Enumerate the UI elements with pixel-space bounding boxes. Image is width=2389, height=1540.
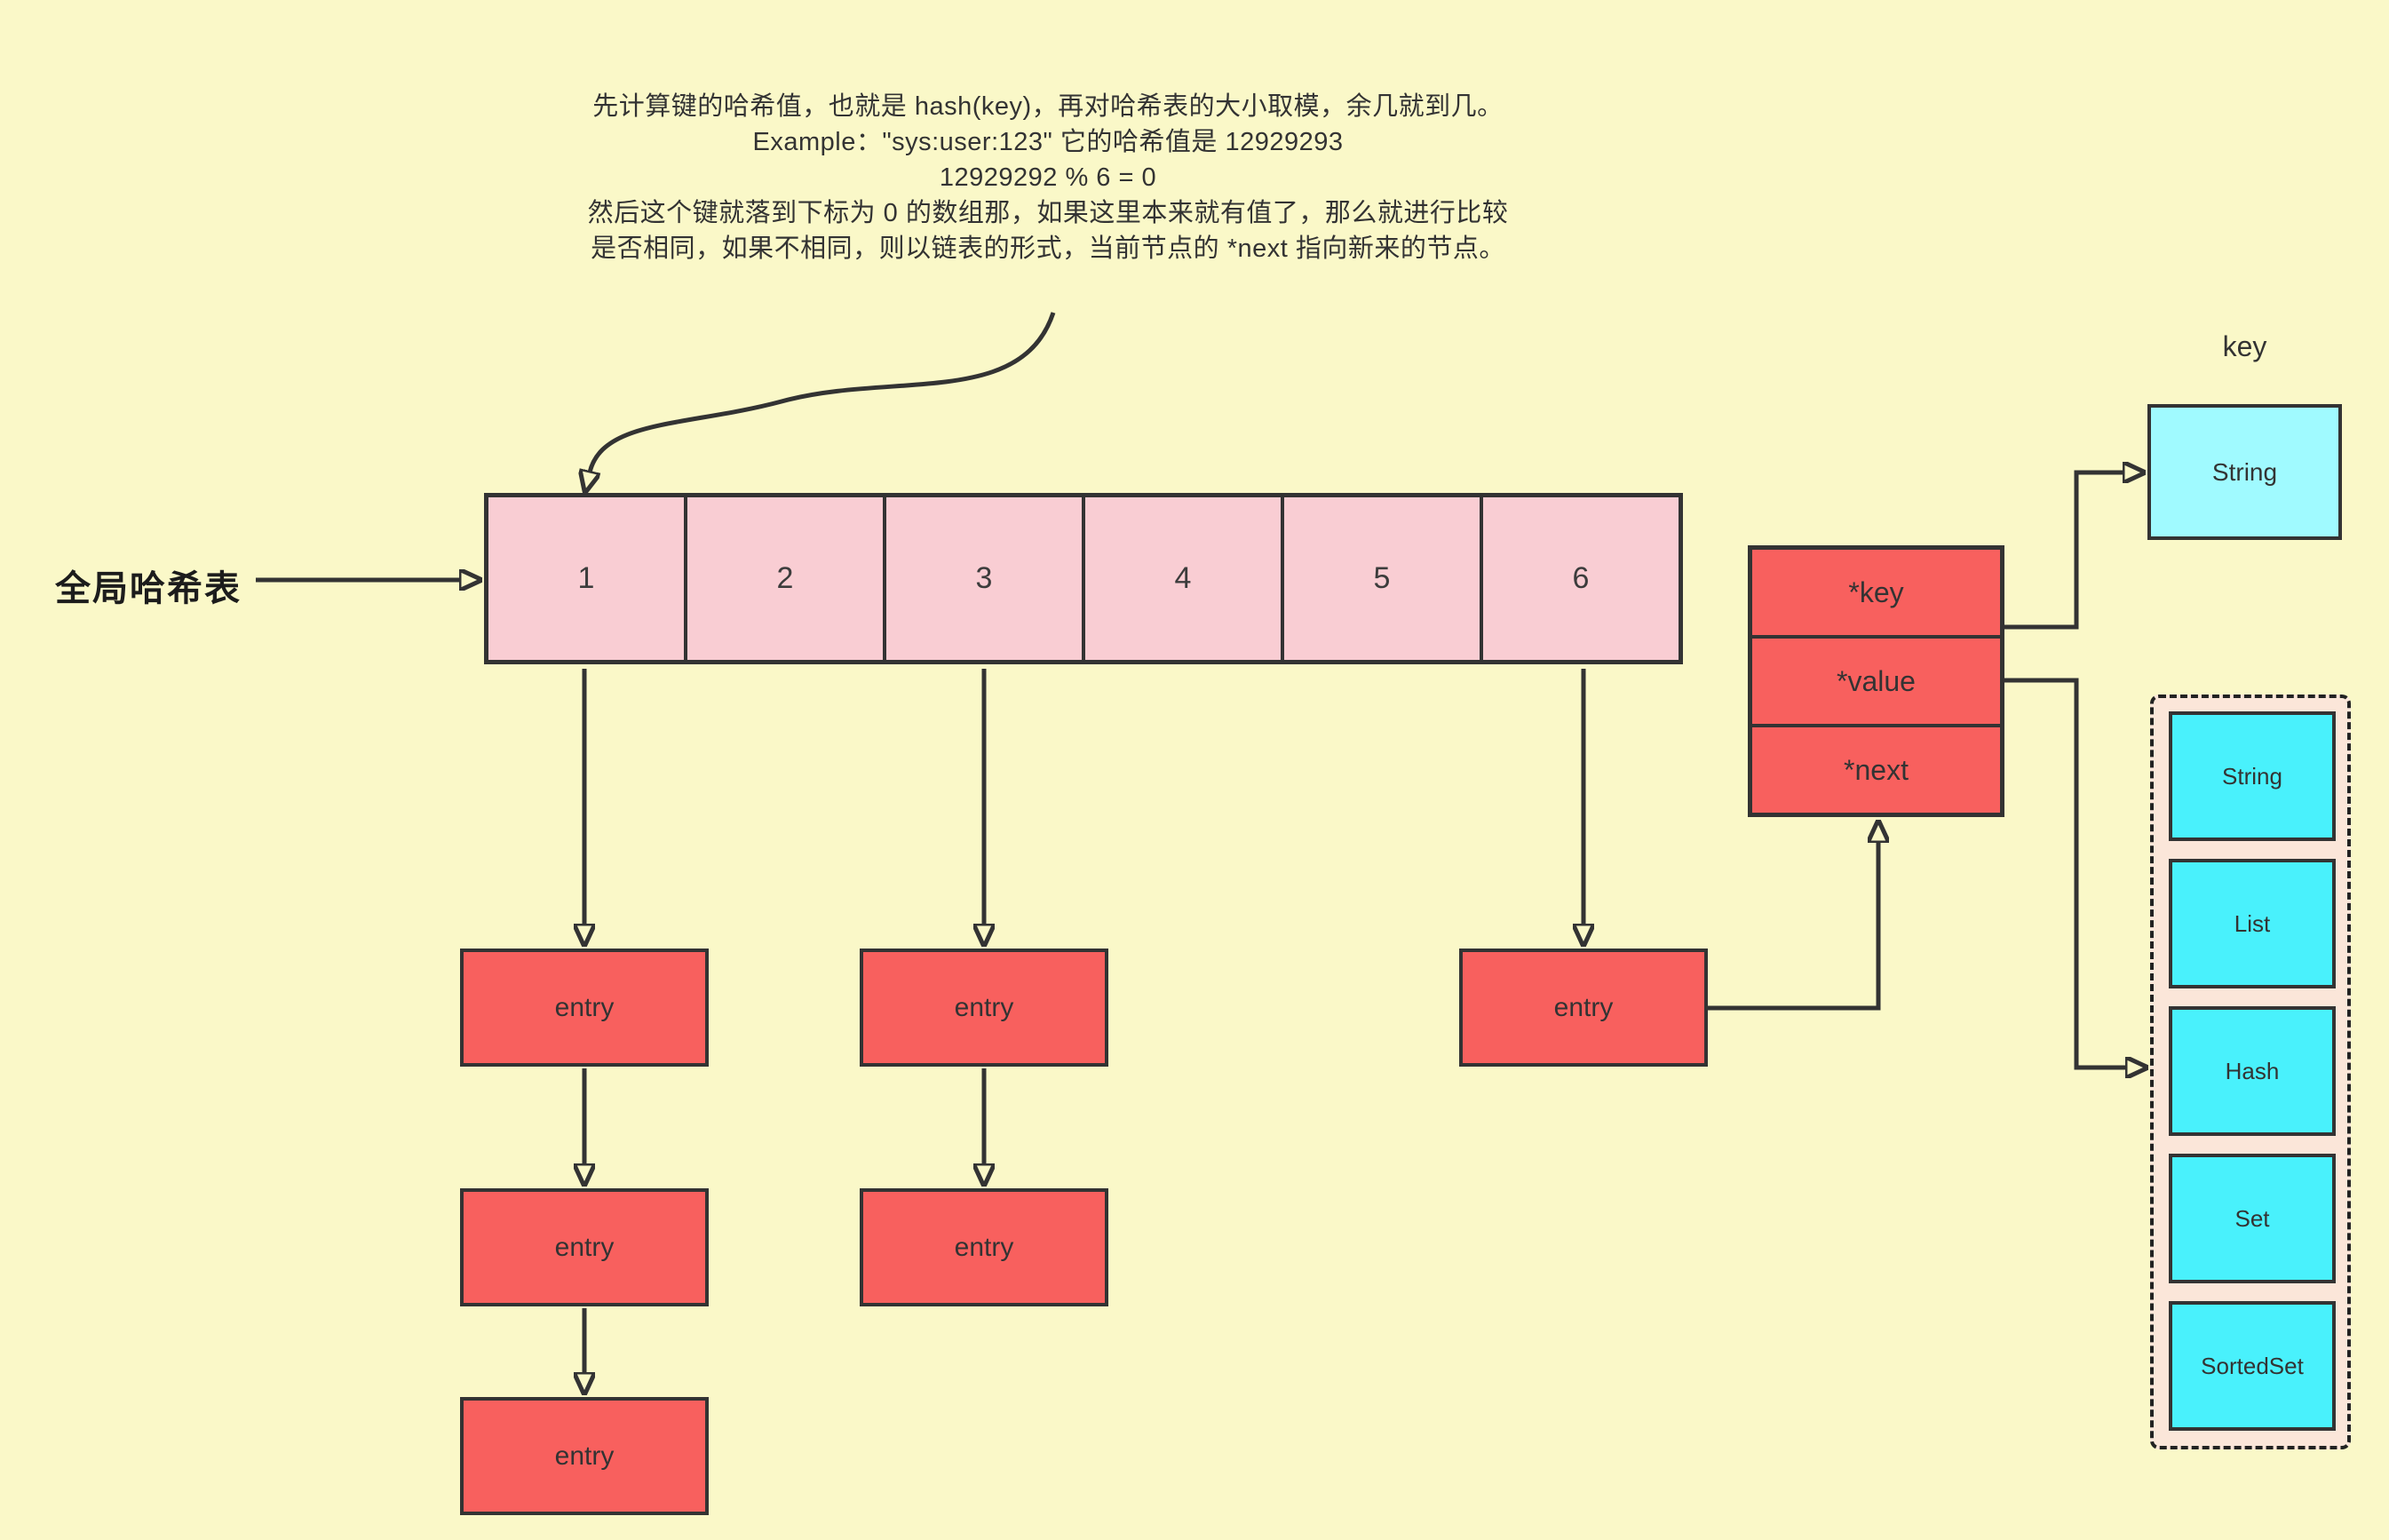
annotation-line: 先计算键的哈希值，也就是 hash(key)，再对哈希表的大小取模，余几就到几。	[592, 92, 1504, 121]
entry-node-chain2-2: entry	[860, 1188, 1108, 1306]
bucket-cell-3: 3	[886, 497, 1085, 660]
annotation-line: 12929292 % 6 = 0	[939, 163, 1157, 192]
entry-node-chain2-1: entry	[860, 949, 1108, 1067]
value-type-string: String	[2169, 711, 2336, 841]
entry-node-chain1-1: entry	[460, 949, 709, 1067]
bucket-cell-6: 6	[1572, 561, 1590, 595]
arrow-value-to-types	[2004, 678, 2127, 1068]
value-types-container: String List Hash Set SortedSet	[2150, 695, 2351, 1449]
annotation-line: Example："sys:user:123" 它的哈希值是 12929293	[752, 128, 1344, 156]
dictentry-field-key: *key	[1848, 576, 1904, 608]
annotation-line: 然后这个键就落到下标为 0 的数组那，如果这里本来就有值了，那么就进行比较	[587, 199, 1509, 227]
bucket-cell-5: 5	[1284, 497, 1483, 660]
bucket-cell-4: 4	[1085, 497, 1284, 660]
arrow-entry-to-dictentry	[1708, 841, 1878, 1011]
arrow-annotation-to-cell1	[590, 312, 1056, 472]
bucket-array: 1 2 3 4 5 6	[484, 493, 1683, 664]
annotation-text: 先计算键的哈希值，也就是 hash(key)，再对哈希表的大小取模，余几就到几。…	[524, 89, 1572, 266]
value-type-set: Set	[2169, 1154, 2336, 1283]
bucket-cell-2: 2	[687, 497, 886, 660]
entry-node-chain1-2: entry	[460, 1188, 709, 1306]
bucket-cell-1: 1	[488, 497, 687, 660]
global-hash-table-label: 全局哈希表	[55, 569, 242, 608]
entry-node-chain1-3: entry	[460, 1397, 709, 1515]
value-type-list: List	[2169, 859, 2336, 988]
annotation-line: 是否相同，如果不相同，则以链表的形式，当前节点的 *next 指向新来的节点。	[591, 234, 1505, 263]
key-string-box: String	[2147, 404, 2342, 540]
arrow-key-to-string	[2004, 472, 2124, 630]
dictentry-field-value: *value	[1752, 635, 2000, 724]
value-type-hash: Hash	[2169, 1006, 2336, 1136]
key-caption: key	[2222, 330, 2267, 362]
value-type-sortedset: SortedSet	[2169, 1301, 2336, 1431]
dictentry-field-next: *next	[1752, 724, 2000, 813]
entry-node-chain3-1: entry	[1459, 949, 1708, 1067]
dictentry-node: *key *value *next	[1748, 545, 2004, 817]
